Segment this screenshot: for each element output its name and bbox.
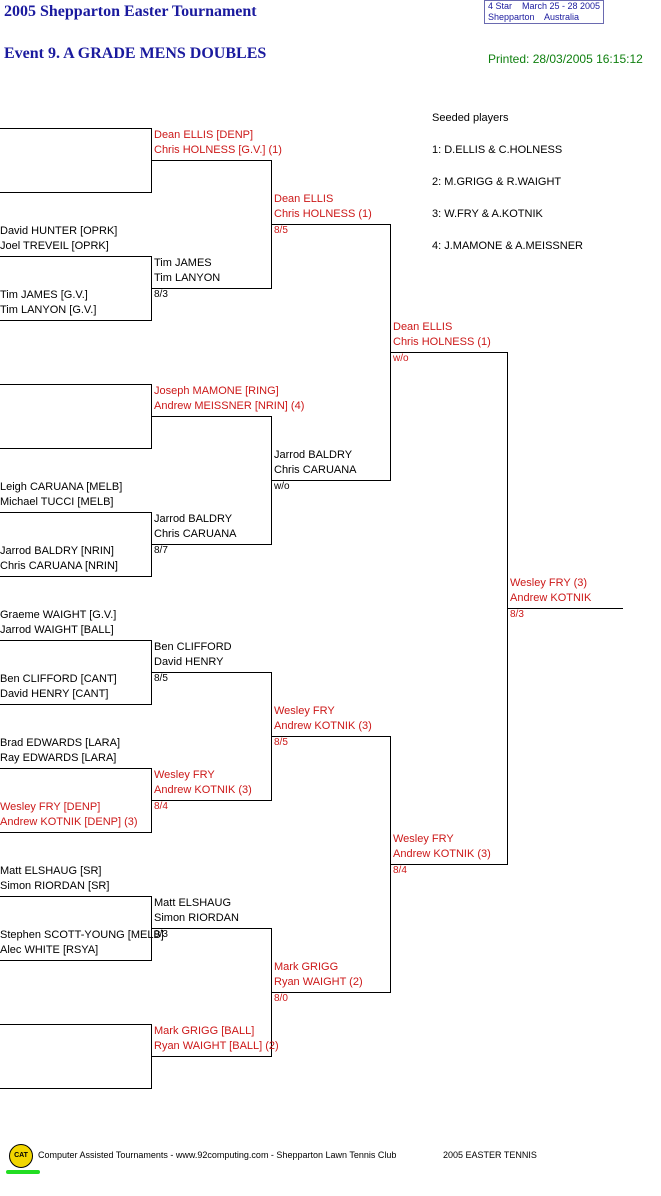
r1-m8-player1: Ben CLIFFORD [CANT] [0, 673, 117, 685]
seed-1: 1: D.ELLIS & C.HOLNESS [432, 144, 563, 156]
r2-m2-score: 8/3 [154, 289, 168, 300]
r3-m4-score: 8/0 [274, 993, 288, 1004]
tournament-info-box: 4 Star March 25 - 28 2005 Shepparton Aus… [484, 0, 604, 24]
r4-m1-player2: Chris HOLNESS (1) [393, 336, 491, 348]
r3-m3-player1: Wesley FRY [274, 705, 335, 717]
r1-m2-player2: Joel TREVEIL [OPRK] [0, 240, 109, 252]
r2-m7-score: 9/3 [154, 929, 168, 940]
tournament-dates: 4 Star March 25 - 28 2005 [488, 1, 601, 11]
r2-m6-score: 8/4 [154, 801, 168, 812]
r2-m6-player2: Andrew KOTNIK (3) [154, 784, 252, 796]
r3-m2-score: w/o [274, 481, 290, 492]
r1-m3-player1: Tim JAMES [G.V.] [0, 289, 88, 301]
r1-m5-player1: Leigh CARUANA [MELB] [0, 481, 123, 493]
r2-m5-player1: Ben CLIFFORD [154, 641, 232, 653]
event-title: Event 9. A GRADE MENS DOUBLES [4, 45, 267, 62]
seed-3: 3: W.FRY & A.KOTNIK [432, 208, 543, 220]
footer-credits: Computer Assisted Tournaments - www.92co… [38, 1150, 397, 1160]
champion-player2: Andrew KOTNIK [510, 592, 592, 604]
r3-m2-player1: Jarrod BALDRY [274, 449, 353, 461]
r2-m4-player2: Chris CARUANA [154, 528, 237, 540]
r1-m7-player1: Graeme WAIGHT [G.V.] [0, 609, 117, 621]
r2-m6-player1: Wesley FRY [154, 769, 215, 781]
champion-player1: Wesley FRY (3) [510, 577, 588, 589]
r1-m11-player2: Simon RIORDAN [SR] [0, 880, 110, 892]
r3-m4-player2: Ryan WAIGHT (2) [274, 976, 363, 988]
seeded-heading: Seeded players [432, 112, 509, 124]
r2-m8-player2: Ryan WAIGHT [BALL] (2) [154, 1040, 279, 1052]
r2-m4-player1: Jarrod BALDRY [154, 513, 233, 525]
footer-event: 2005 EASTER TENNIS [443, 1150, 537, 1160]
r3-m1-player2: Chris HOLNESS (1) [274, 208, 372, 220]
r1-m3-player2: Tim LANYON [G.V.] [0, 304, 97, 316]
r1-m7-player2: Jarrod WAIGHT [BALL] [0, 624, 114, 636]
r3-m4-player1: Mark GRIGG [274, 961, 339, 973]
final-score: 8/3 [510, 609, 524, 620]
r4-m2-player2: Andrew KOTNIK (3) [393, 848, 491, 860]
cat-logo-text: CAT [14, 1152, 28, 1159]
r1-m11-player1: Matt ELSHAUG [SR] [0, 865, 102, 877]
r4-m2-player1: Wesley FRY [393, 833, 454, 845]
tournament-location: Shepparton Australia [488, 12, 580, 22]
logo-underline [6, 1170, 40, 1174]
tournament-title: 2005 Shepparton Easter Tournament [4, 3, 257, 20]
r1-m12-player2: Alec WHITE [RSYA] [0, 944, 99, 956]
r2-m8-player1: Mark GRIGG [BALL] [154, 1025, 255, 1037]
r3-m3-player2: Andrew KOTNIK (3) [274, 720, 372, 732]
r2-m4-score: 8/7 [154, 545, 168, 556]
r2-m3-player1: Joseph MAMONE [RING] [154, 385, 279, 397]
r1-m2-player1: David HUNTER [OPRK] [0, 225, 118, 237]
seed-2: 2: M.GRIGG & R.WAIGHT [432, 176, 562, 188]
r2-m1-player1: Dean ELLIS [DENP] [154, 129, 254, 141]
r1-m6-player2: Chris CARUANA [NRIN] [0, 560, 118, 572]
r2-m7-player2: Simon RIORDAN [154, 912, 239, 924]
r1-m8-player2: David HENRY [CANT] [0, 688, 109, 700]
r2-m1-player2: Chris HOLNESS [G.V.] (1) [154, 144, 282, 156]
r3-m3-score: 8/5 [274, 737, 288, 748]
r1-m10-player2: Andrew KOTNIK [DENP] (3) [0, 816, 138, 828]
r3-m1-score: 8/5 [274, 225, 288, 236]
r2-m3-player2: Andrew MEISSNER [NRIN] (4) [154, 400, 305, 412]
r4-m1-score: w/o [393, 353, 409, 364]
cat-logo: CAT [9, 1144, 33, 1168]
r1-m9-player1: Brad EDWARDS [LARA] [0, 737, 121, 749]
r3-m1-player1: Dean ELLIS [274, 193, 334, 205]
r1-m5-player2: Michael TUCCI [MELB] [0, 496, 114, 508]
r3-m2-player2: Chris CARUANA [274, 464, 357, 476]
r2-m5-player2: David HENRY [154, 656, 224, 668]
r1-m10-player1: Wesley FRY [DENP] [0, 801, 101, 813]
r2-m2-player1: Tim JAMES [154, 257, 212, 269]
r4-m1-player1: Dean ELLIS [393, 321, 453, 333]
seed-4: 4: J.MAMONE & A.MEISSNER [432, 240, 583, 252]
r1-m12-player1: Stephen SCOTT-YOUNG [MELB] [0, 929, 164, 941]
r2-m7-player1: Matt ELSHAUG [154, 897, 232, 909]
r1-m6-player1: Jarrod BALDRY [NRIN] [0, 545, 114, 557]
r2-m5-score: 8/5 [154, 673, 168, 684]
r1-m9-player2: Ray EDWARDS [LARA] [0, 752, 117, 764]
printed-timestamp: Printed: 28/03/2005 16:15:12 [488, 52, 643, 66]
r2-m2-player2: Tim LANYON [154, 272, 221, 284]
r4-m2-score: 8/4 [393, 865, 407, 876]
